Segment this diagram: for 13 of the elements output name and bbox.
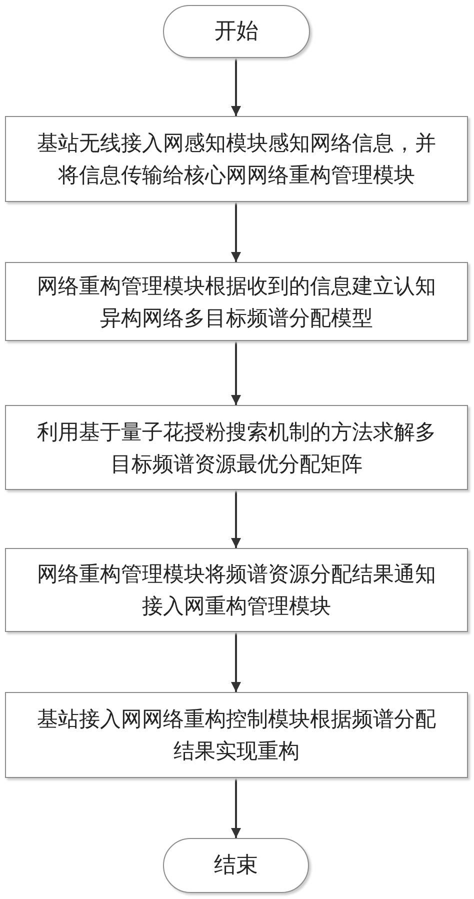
arrow xyxy=(231,490,241,548)
process-box: 基站接入网网络重构控制模块根据频谱分配结果实现重构 xyxy=(5,692,468,778)
arrow xyxy=(231,341,241,405)
process-box: 网络重构管理模块将频谱资源分配结果通知接入网重构管理模块 xyxy=(5,548,468,632)
arrow xyxy=(231,632,241,692)
arrow xyxy=(231,202,241,262)
process-box: 基站无线接入网感知模块感知网络信息，并将信息传输给核心网网络重构管理模块 xyxy=(5,116,468,202)
arrow xyxy=(231,58,241,116)
terminal-pill: 开始 xyxy=(163,5,310,58)
process-box: 网络重构管理模块根据收到的信息建立认知异构网络多目标频谱分配模型 xyxy=(5,262,468,341)
process-box: 利用基于量子花授粉搜索机制的方法求解多目标频谱资源最优分配矩阵 xyxy=(5,405,468,490)
arrow xyxy=(231,778,241,838)
terminal-pill: 结束 xyxy=(163,838,309,893)
